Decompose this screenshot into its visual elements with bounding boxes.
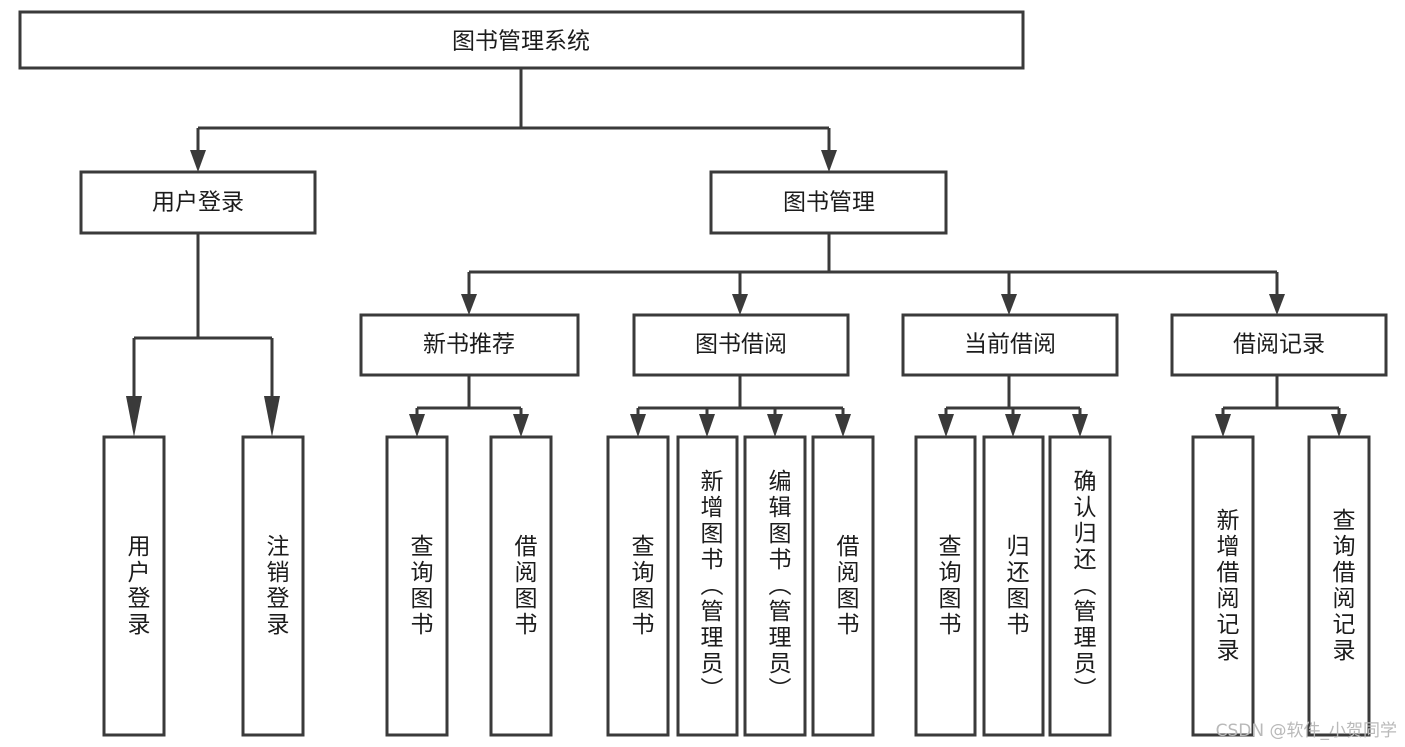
node-book-borrow[interactable]: 图书借阅 (632, 313, 850, 377)
node-leaf-confirm-return-admin[interactable]: 确认归还（管理员） (1048, 435, 1112, 737)
node-leaf-borrow-book-1[interactable]: 借阅图书 (489, 435, 553, 737)
node-leaf-return-book-label: 归还图书 (1002, 534, 1030, 638)
node-root[interactable]: 图书管理系统 (18, 10, 1025, 70)
arrow-leaf-query-borrow-record (1331, 414, 1347, 437)
node-leaf-user-logout-box[interactable] (241, 435, 305, 737)
arrow-to-book-manage (821, 150, 837, 172)
arrow-leaf-query-book-1 (409, 414, 425, 437)
node-leaf-confirm-return-admin-box[interactable] (1048, 435, 1112, 737)
node-leaf-query-book-3-box[interactable] (914, 435, 977, 737)
node-leaf-borrow-book-2-box[interactable] (811, 435, 875, 737)
node-leaf-query-book-1-label: 查询图书 (406, 534, 434, 638)
node-leaf-query-borrow-record[interactable]: 查询借阅记录 (1307, 435, 1371, 737)
node-borrow-record[interactable]: 借阅记录 (1170, 313, 1388, 377)
node-current-borrow[interactable]: 当前借阅 (901, 313, 1119, 377)
node-leaf-user-logout-label: 注销登录 (262, 534, 290, 638)
node-leaf-query-book-3-label: 查询图书 (934, 534, 962, 638)
node-leaf-add-borrow-record-label: 新增借阅记录 (1212, 508, 1240, 664)
node-leaf-add-book-admin-label: 新增图书（管理员） (696, 469, 724, 703)
node-leaf-query-borrow-record-box[interactable] (1307, 435, 1371, 737)
arrow-leaf-user-logout (264, 396, 280, 437)
arrow-leaf-add-book-admin (699, 414, 715, 437)
node-user-login-box[interactable] (79, 170, 317, 235)
node-leaf-borrow-book-2[interactable]: 借阅图书 (811, 435, 875, 737)
node-leaf-borrow-book-2-label: 借阅图书 (832, 534, 860, 638)
node-borrow-record-label: 借阅记录 (1233, 332, 1325, 358)
node-leaf-add-book-admin-box[interactable] (676, 435, 739, 737)
node-book-borrow-box[interactable] (632, 313, 850, 377)
node-leaf-edit-book-admin-box[interactable] (743, 435, 807, 737)
node-current-borrow-label: 当前借阅 (964, 332, 1056, 358)
node-leaf-query-book-1-box[interactable] (385, 435, 449, 737)
node-leaf-query-borrow-record-label: 查询借阅记录 (1328, 508, 1356, 664)
node-leaf-user-login-box[interactable] (102, 435, 166, 737)
node-current-borrow-box[interactable] (901, 313, 1119, 377)
arrow-leaf-add-borrow-record (1215, 414, 1231, 437)
arrow-to-borrow-record (1269, 294, 1285, 315)
arrow-to-book-borrow (732, 294, 748, 315)
node-new-book-recommend-label: 新书推荐 (423, 332, 515, 358)
node-leaf-query-book-2-box[interactable] (606, 435, 670, 737)
node-leaf-return-book[interactable]: 归还图书 (982, 435, 1045, 737)
arrow-to-user-login (190, 150, 206, 172)
arrow-leaf-confirm-return-admin (1072, 414, 1088, 437)
node-leaf-add-borrow-record[interactable]: 新增借阅记录 (1191, 435, 1255, 737)
node-borrow-record-box[interactable] (1170, 313, 1388, 377)
arrow-leaf-borrow-book-1 (513, 414, 529, 437)
node-root-label: 图书管理系统 (452, 29, 590, 55)
arrow-leaf-return-book (1005, 414, 1021, 437)
node-new-book-recommend[interactable]: 新书推荐 (359, 313, 580, 377)
node-leaf-add-borrow-record-box[interactable] (1191, 435, 1255, 737)
node-leaf-user-logout[interactable]: 注销登录 (241, 435, 305, 737)
node-book-manage-label: 图书管理 (783, 190, 875, 216)
node-leaf-borrow-book-1-box[interactable] (489, 435, 553, 737)
node-book-manage[interactable]: 图书管理 (709, 170, 948, 235)
node-user-login-label: 用户登录 (152, 190, 244, 216)
node-leaf-edit-book-admin[interactable]: 编辑图书（管理员） (743, 435, 807, 737)
node-leaf-add-book-admin[interactable]: 新增图书（管理员） (676, 435, 739, 737)
connector-layer (126, 68, 1347, 437)
arrow-leaf-borrow-book-2 (835, 414, 851, 437)
arrow-to-new-book-recommend (461, 294, 477, 315)
arrow-leaf-edit-book-admin (767, 414, 783, 437)
node-book-borrow-label: 图书借阅 (695, 332, 787, 358)
node-leaf-query-book-3[interactable]: 查询图书 (914, 435, 977, 737)
node-user-login[interactable]: 用户登录 (79, 170, 317, 235)
node-root-box[interactable] (18, 10, 1025, 70)
node-leaf-query-book-2[interactable]: 查询图书 (606, 435, 670, 737)
node-leaf-edit-book-admin-label: 编辑图书（管理员） (764, 469, 792, 703)
node-book-manage-box[interactable] (709, 170, 948, 235)
arrow-to-current-borrow (1001, 294, 1017, 315)
node-new-book-recommend-box[interactable] (359, 313, 580, 377)
node-leaf-confirm-return-admin-label: 确认归还（管理员） (1069, 469, 1097, 703)
node-leaf-borrow-book-1-label: 借阅图书 (510, 534, 538, 638)
node-leaf-user-login-label: 用户登录 (123, 534, 151, 638)
arrow-leaf-query-book-3 (938, 414, 954, 437)
arrow-leaf-user-login (126, 396, 142, 437)
node-leaf-return-book-box[interactable] (982, 435, 1045, 737)
node-leaf-user-login[interactable]: 用户登录 (102, 435, 166, 737)
node-leaf-query-book-2-label: 查询图书 (627, 534, 655, 638)
arrow-leaf-query-book-2 (630, 414, 646, 437)
node-leaf-query-book-1[interactable]: 查询图书 (385, 435, 449, 737)
